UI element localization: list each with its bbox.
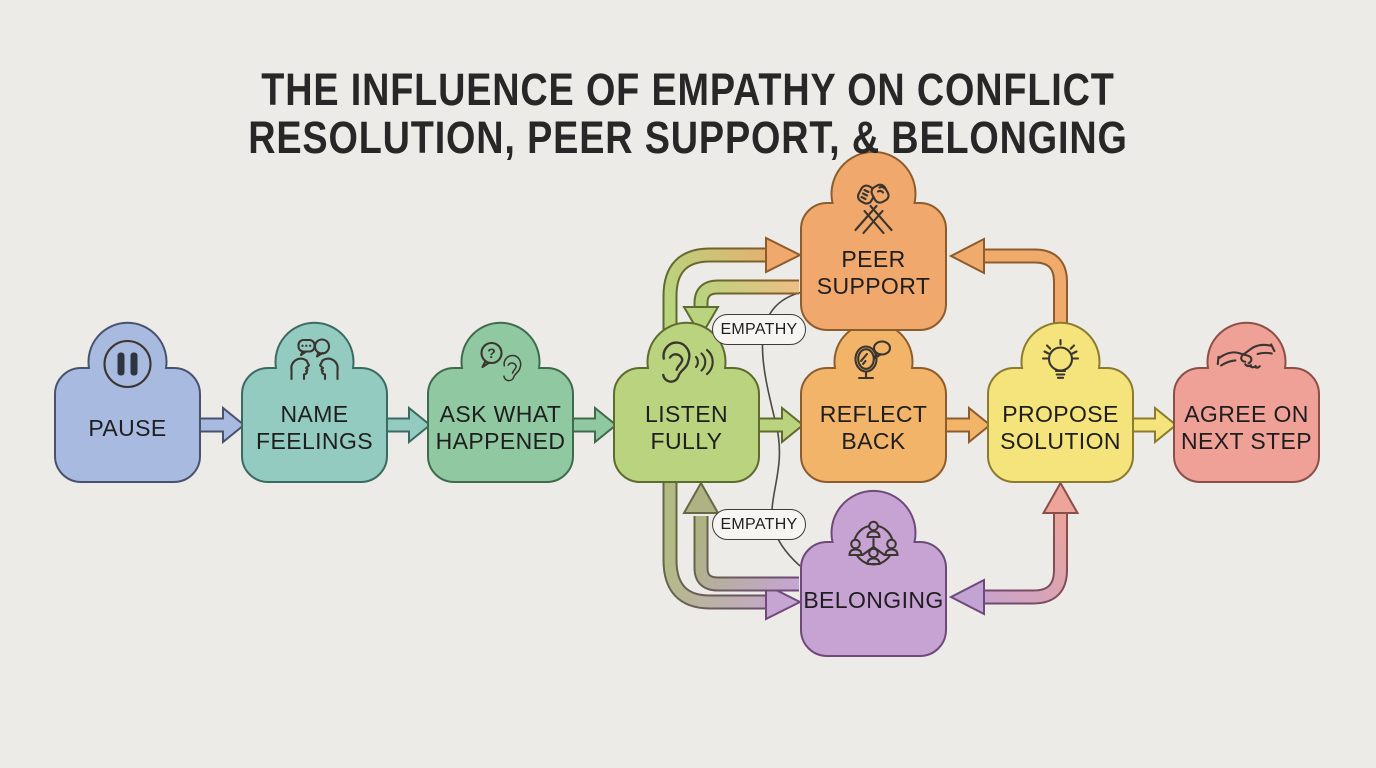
node-pause-label: PAUSE xyxy=(88,414,167,441)
person-right xyxy=(884,538,899,556)
arrow-peer-support-to-listen xyxy=(682,279,799,338)
arrowhead-into-peer-support-right xyxy=(948,237,985,275)
people-network-icon xyxy=(848,520,899,566)
arrow-name-to-ask xyxy=(385,405,432,445)
node-name-feelings-box xyxy=(241,321,388,483)
person-left xyxy=(848,538,863,556)
node-ask-what-happened-box xyxy=(427,321,574,483)
lightbulb-icon xyxy=(1041,338,1080,379)
node-peer-support-box xyxy=(800,150,947,331)
arrow-listen-to-reflect xyxy=(757,405,805,445)
node-belonging-label: BELONGING xyxy=(803,586,944,613)
person-top xyxy=(866,520,881,538)
diagram-title: THE INFLUENCE OF EMPATHY ON CONFLICT RES… xyxy=(0,64,1376,164)
arm-clasp-icon xyxy=(854,183,893,235)
arrowhead-into-listen-bottom xyxy=(682,480,720,514)
arrow-propose-belonging-bidirectional xyxy=(948,480,1080,616)
node-ask-what-happened-label: ASK WHAT HAPPENED xyxy=(435,401,566,454)
listening-ear-icon xyxy=(662,341,714,383)
mirror-speech-icon xyxy=(854,340,892,380)
arrowhead-into-belonging-right xyxy=(948,578,985,616)
arrow-pause-to-name xyxy=(198,405,246,445)
node-propose-solution-box xyxy=(987,321,1134,483)
two-people-talking-icon xyxy=(290,338,339,381)
node-listen-fully-label: LISTEN FULLY xyxy=(645,401,728,454)
title-line-2: RESOLUTION, PEER SUPPORT, & BELONGING xyxy=(248,112,1128,164)
arrowhead-into-peer-support xyxy=(765,236,803,274)
node-reflect-back-label: REFLECT BACK xyxy=(819,401,928,454)
handshake-icon xyxy=(1216,343,1276,369)
node-pause-box xyxy=(54,321,201,483)
arrow-reflect-to-propose xyxy=(944,405,992,445)
question-and-ear-icon: ? xyxy=(480,341,522,382)
person-bottom xyxy=(866,547,881,565)
arrow-listen-to-belonging xyxy=(662,480,803,621)
arrow-listen-to-peer-support xyxy=(662,236,803,352)
node-name-feelings-label: NAME FEELINGS xyxy=(256,401,373,454)
title-line-1: THE INFLUENCE OF EMPATHY ON CONFLICT xyxy=(261,64,1115,115)
node-propose-solution-label: PROPOSE SOLUTION xyxy=(1000,401,1121,454)
node-agree-next-step-label: AGREE ON NEXT STEP xyxy=(1181,401,1312,454)
empathy-badge-top: EMPATHY xyxy=(712,314,806,345)
node-peer-support-label: PEER SUPPORT xyxy=(816,246,931,299)
arrow-propose-to-agree xyxy=(1131,405,1178,445)
svg-text:?: ? xyxy=(487,345,496,361)
arrow-ask-to-listen xyxy=(571,405,618,445)
node-agree-next-step-box xyxy=(1173,321,1320,483)
node-belonging-box xyxy=(800,489,947,657)
arrow-belonging-to-listen xyxy=(682,480,799,592)
node-listen-fully-box xyxy=(613,321,760,483)
arrow-propose-to-peer-support xyxy=(948,237,1068,338)
arrowhead-into-belonging xyxy=(765,583,803,621)
arrowhead-into-propose-bottom xyxy=(1041,480,1080,514)
arrowhead-into-listen-top xyxy=(682,306,720,338)
pause-icon xyxy=(103,339,152,389)
empathy-badge-bottom: EMPATHY xyxy=(712,509,806,540)
